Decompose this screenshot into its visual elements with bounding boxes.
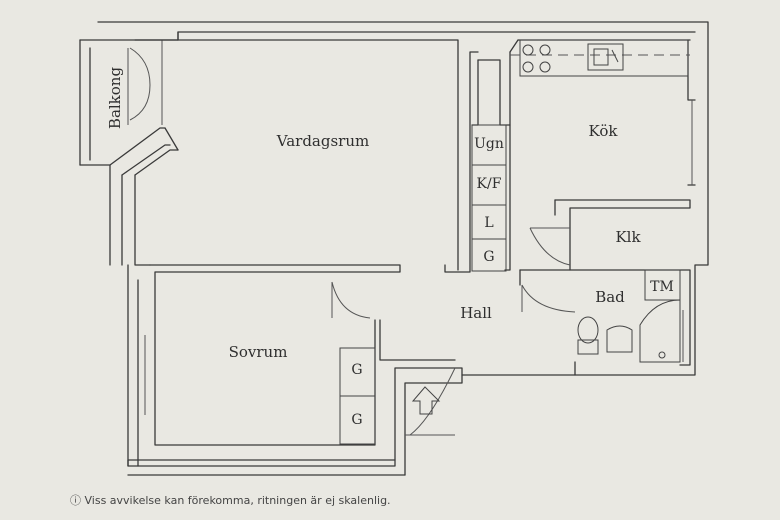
shower: [639, 299, 681, 363]
stove-burner: [539, 44, 551, 56]
windows: [144, 100, 693, 415]
room-label-hall: Hall: [460, 304, 492, 322]
room-label-living-room: Vardagsrum: [276, 132, 369, 150]
room-label-oven: Ugn: [474, 136, 504, 152]
room-label-bathroom: Bad: [595, 288, 625, 306]
room-label-wardrobe-bedroom-2: G: [351, 412, 362, 428]
disclaimer-note: ⓘ Viss avvikelse kan förekomma, ritninge…: [70, 492, 391, 508]
room-label-balcony: Balkong: [106, 67, 124, 130]
room-label-bedroom: Sovrum: [229, 343, 288, 361]
room-label-linen-closet: L: [484, 215, 493, 231]
bathroom-fixtures: [577, 269, 684, 363]
sink: [587, 43, 624, 71]
kitchen-counter: [510, 39, 690, 77]
stove-burner: [522, 61, 534, 73]
room-label-washer: TM: [650, 279, 674, 295]
washer-box: [644, 269, 681, 301]
toilet: [577, 316, 599, 344]
washbasin: [606, 325, 633, 353]
room-label-wardrobe-bedroom-1: G: [351, 362, 362, 378]
info-icon: ⓘ: [70, 494, 81, 507]
room-label-wardrobe-hall: G: [483, 249, 494, 265]
outer-walls: [79, 21, 709, 476]
room-label-closet: Klk: [615, 228, 641, 246]
stove-burner: [539, 61, 551, 73]
bedroom-wardrobes: [339, 347, 376, 445]
cabinet-column: [471, 124, 507, 272]
interior-walls: [134, 31, 696, 446]
stove-burner: [522, 44, 534, 56]
room-label-kitchen: Kök: [589, 122, 619, 140]
disclaimer-text: Viss avvikelse kan förekomma, ritningen …: [84, 494, 391, 507]
room-label-fridge-freezer: K/F: [477, 176, 502, 192]
door-swings: [331, 227, 576, 436]
entrance-arrow-icon: [411, 386, 441, 415]
balcony-door: [109, 40, 179, 176]
